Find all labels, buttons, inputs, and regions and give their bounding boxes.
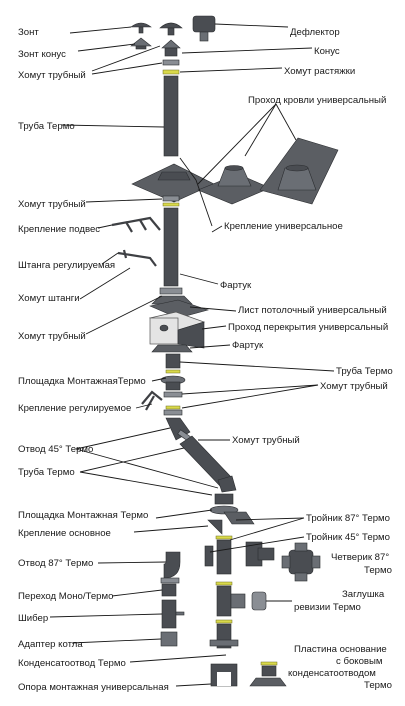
khomut-trubny-4-part — [163, 391, 183, 398]
kreplenie-osnovnoe-part — [207, 511, 255, 535]
zaglushka-revizii-part — [216, 585, 267, 617]
label-troinik-45: Тройник 45° Термо — [306, 532, 390, 543]
label-plastina-line2: с боковым — [336, 656, 383, 667]
prokhod-perekrytiya-part — [148, 311, 206, 349]
label-kreplenie-podves: Крепление подвес — [18, 224, 100, 235]
label-perekhod: Переход Моно/Термо — [18, 591, 113, 602]
label-prokhod-krovli: Проход кровли универсальный — [248, 95, 386, 106]
opora-montazhnaya-part — [210, 663, 238, 687]
label-plastina-line4: Термо — [364, 680, 392, 691]
label-khomut-trubny-4: Хомут трубный — [320, 381, 388, 392]
adapter-part — [160, 631, 178, 647]
label-khomut-shtangi: Хомут штанги — [18, 293, 80, 304]
label-zaglushka-line1: Заглушка — [342, 589, 385, 600]
label-chetverik-line1: Четверик 87° — [331, 552, 389, 563]
label-otvod-45: Отвод 45° Термо — [18, 444, 93, 455]
roof-pass-flat-part — [197, 165, 271, 205]
plastina-osnovanie-part — [249, 661, 287, 687]
deflektor-part — [192, 15, 216, 42]
label-troinik-87: Тройник 87° Термо — [306, 513, 390, 524]
shtanga-reguliruemaya-part — [117, 249, 157, 267]
khomut-trubny-2-part — [162, 195, 180, 202]
leader-lines — [49, 23, 335, 687]
kreplenie-reguliruemoe-part — [141, 390, 163, 411]
label-opora: Опора монтажная универсальная — [18, 682, 169, 693]
label-zont: Зонт — [18, 27, 39, 38]
shiber-part — [161, 599, 185, 629]
top-cap-part — [159, 22, 183, 57]
label-prokhod-perekrytiya: Проход перекрытия универсальный — [228, 322, 388, 333]
ring-2-part — [162, 202, 180, 207]
otvod-45-lower-part — [217, 475, 237, 493]
perekhod-part — [161, 583, 177, 597]
label-khomut-trubny-5: Хомут трубный — [232, 435, 300, 446]
label-plastina-line3: конденсатоотводом — [288, 668, 376, 679]
label-deflektor: Дефлектор — [290, 27, 340, 38]
label-fartuk-2: Фартук — [232, 340, 264, 351]
label-zont-konus: Зонт конус — [18, 49, 66, 60]
label-truba-termo-1: Труба Термо — [18, 121, 75, 132]
truba-termo-bottom-part — [216, 539, 232, 575]
label-truba-termo-3: Труба Термо — [18, 467, 75, 478]
khomut-trubny-1-part — [162, 59, 180, 66]
label-ploshchadka-2: Площадка Монтажная Термо — [18, 510, 148, 521]
otvod-87-part — [160, 551, 181, 584]
ring-6-part — [215, 581, 233, 586]
kondensatootvod-part — [209, 623, 239, 649]
label-plastina-line1: Пластина основание — [294, 644, 387, 655]
roof-flashing-column-part — [131, 163, 215, 203]
label-shiber: Шибер — [18, 613, 48, 624]
label-list-potolochny: Лист потолочный универсальный — [238, 305, 387, 316]
label-zaglushka-line2: ревизии Термо — [294, 602, 361, 613]
label-chetverik-line2: Термо — [364, 565, 392, 576]
label-khomut-trubny-2: Хомут трубный — [18, 199, 86, 210]
label-kondensatootvod: Конденсатоотвод Термо — [18, 658, 126, 669]
ring-5-part — [215, 535, 233, 540]
label-kreplenie-universalnoe: Крепление универсальное — [224, 221, 343, 232]
ploshchadka-1-part — [160, 375, 186, 391]
troinik-45-part — [204, 545, 214, 567]
label-ploshchadka-1: Площадка МонтажнаяТермо — [18, 376, 146, 387]
labels: Зонт Зонт конус Хомут трубный Дефлектор … — [18, 27, 393, 693]
label-otvod-87: Отвод 87° Термо — [18, 558, 93, 569]
label-khomut-trubny-3: Хомут трубный — [18, 331, 86, 342]
khomut-shtangi-part — [159, 287, 183, 295]
label-shtanga: Штанга регулируемая — [18, 260, 115, 271]
truba-termo-lower-part — [165, 353, 181, 369]
roof-pass-pitched-part — [259, 137, 339, 205]
label-fartuk-1: Фартук — [220, 280, 252, 291]
kreplenie-podves-part — [111, 216, 161, 233]
label-khomut-rastyazhki: Хомут растяжки — [284, 66, 355, 77]
label-konus: Конус — [314, 46, 340, 57]
ploshchadka-2-part — [209, 493, 239, 515]
truba-termo-upper-part — [163, 75, 179, 157]
truba-termo-middle-part — [163, 207, 179, 287]
khomut-rastyazhki-part — [162, 69, 180, 75]
khomut-trubny-5-part — [163, 409, 183, 416]
label-truba-termo-2: Труба Термо — [336, 366, 393, 377]
label-adapter: Адаптер котла — [18, 639, 83, 650]
label-khomut-trubny-1: Хомут трубный — [18, 70, 86, 81]
ring-4-part — [165, 405, 181, 410]
ring-3-part — [165, 369, 181, 374]
chetverik-87-part — [281, 542, 321, 582]
label-kreplenie-reguliruemoe: Крепление регулируемое — [18, 403, 131, 414]
zont-konus-part — [130, 37, 152, 50]
label-kreplenie-osnovnoe: Крепление основное — [18, 528, 111, 539]
troinik-87-part — [245, 541, 275, 567]
fartuk-2-part — [151, 344, 193, 353]
zont-part — [130, 22, 152, 34]
ring-7-part — [215, 619, 233, 624]
